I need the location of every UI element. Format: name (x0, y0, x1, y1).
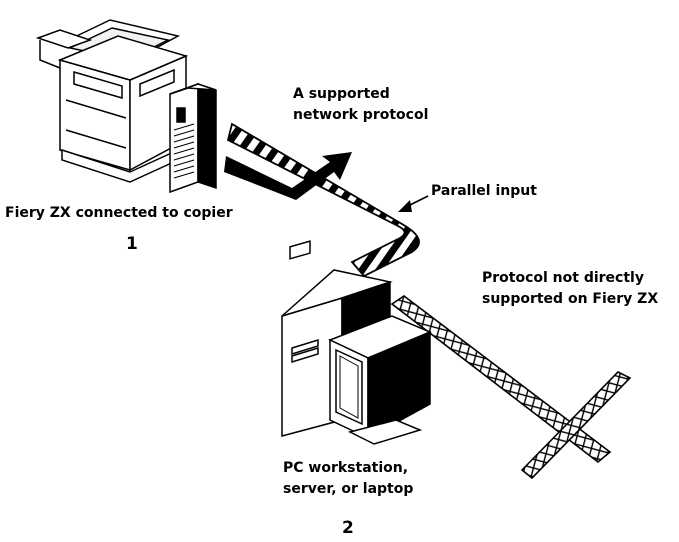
copier-icon (35, 19, 189, 183)
fiery-connected-label: Fiery ZX connected to copier (5, 205, 233, 221)
pc-workstation-label: PC workstation, server, or laptop (283, 460, 414, 497)
pc-workstation-icon (281, 240, 432, 445)
step-number-1: 1 (126, 234, 138, 254)
parallel-cable (226, 122, 420, 278)
step-number-2: 2 (342, 518, 354, 538)
protocol-not-supported-label: Protocol not directly supported on Fiery… (482, 270, 659, 307)
unsupported-protocol-cross (390, 295, 632, 480)
parallel-input-label: Parallel input (431, 183, 537, 199)
supported-protocol-label: A supported network protocol (293, 86, 429, 123)
network-arrow (224, 152, 352, 200)
fiery-server-icon (169, 82, 217, 194)
parallel-pointer-arrow (398, 195, 429, 212)
